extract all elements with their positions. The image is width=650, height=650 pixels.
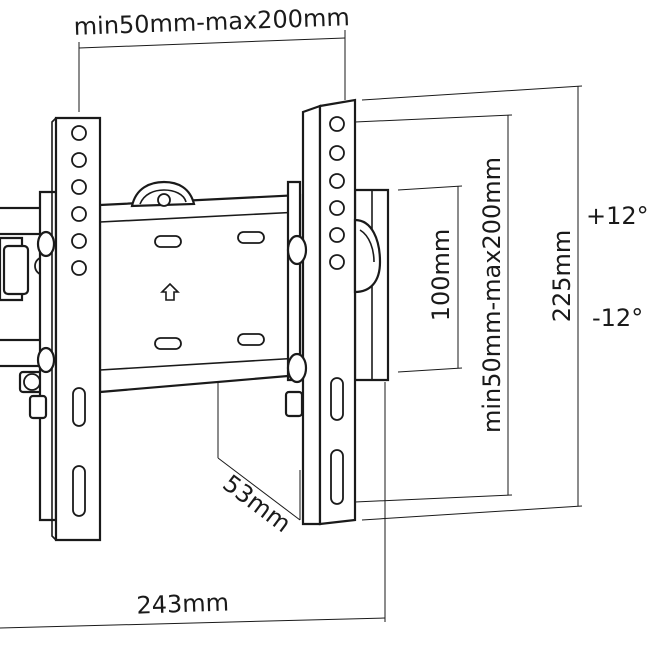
height-ext-bottom <box>361 505 583 521</box>
tilt-down-label: -12° <box>592 304 643 332</box>
slot-tl <box>154 235 182 248</box>
right-bracket <box>284 98 382 526</box>
vesa-v-ext-bottom <box>354 494 513 503</box>
slot-bl <box>154 337 182 350</box>
depth-dim-line <box>217 457 301 521</box>
vesa-vertical-label: min50mm-max200mm <box>478 157 506 433</box>
left-bracket <box>28 116 102 542</box>
slot-br <box>237 333 265 346</box>
total-width-label: 243mm <box>136 588 229 619</box>
tilt-up-label: +12° <box>586 202 649 230</box>
total-height-label: 225mm <box>548 230 576 323</box>
depth-label: 53mm <box>218 469 297 538</box>
up-arrow-icon <box>160 282 180 301</box>
inner-ext-bottom <box>397 367 463 373</box>
inner-ext-top <box>397 185 463 191</box>
vesa-v-ext-top <box>354 114 513 123</box>
slot-tr <box>237 231 265 244</box>
width-dim-line <box>0 617 386 629</box>
height-ext-top <box>361 85 583 101</box>
inner-height-label: 100mm <box>427 229 455 322</box>
top-width-label: min50mm-max200mm <box>73 3 350 41</box>
top-dim-line <box>78 37 346 49</box>
